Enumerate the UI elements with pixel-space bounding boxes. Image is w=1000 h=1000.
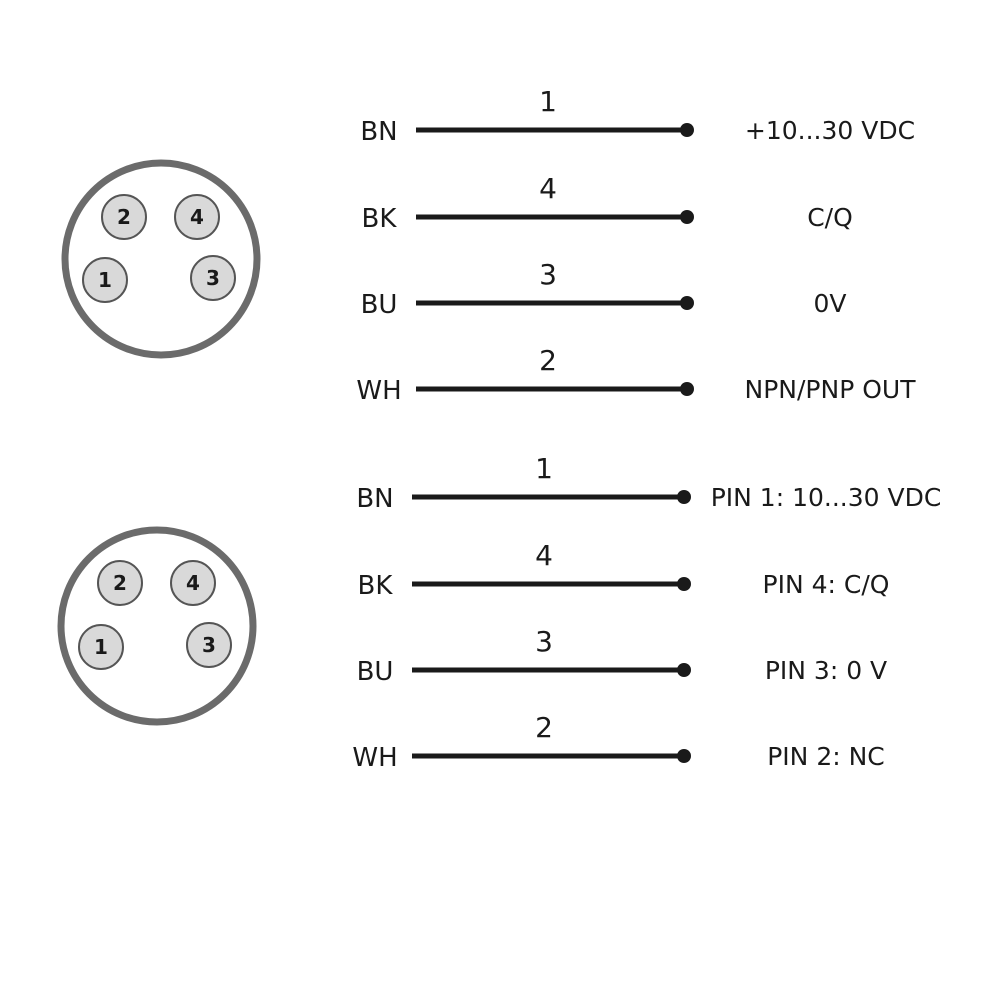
connector-bottom-pin-2-label: 2 [113,571,127,595]
wire-signal-label: PIN 4: C/Q [763,570,890,599]
wire-signal-label: PIN 1: 10...30 VDC [711,483,942,512]
wire-terminal-dot [677,577,691,591]
connector-bottom-pin-1: 1 [78,624,124,670]
connector-bottom-pin-4: 4 [170,560,216,606]
connector-top-pin-4-label: 4 [190,205,204,229]
connector-top-pin-2: 2 [101,194,147,240]
wire-signal-label: PIN 2: NC [767,742,885,771]
wire-signal-label: C/Q [807,203,853,232]
connector-bottom-pin-1-label: 1 [94,635,108,659]
wire-color-code: BK [362,204,398,234]
wire-terminal-dot [677,663,691,677]
wire-signal-label: PIN 3: 0 V [765,656,887,685]
wire-number: 1 [535,452,553,485]
wire-color-code: BN [356,484,393,514]
wire-group-top: 1 BN +10...30 VDC 4 BK C/Q 3 BU 0V 2 WH … [356,85,916,406]
wire-number: 4 [535,539,553,572]
wire-row: 2 WH PIN 2: NC [352,711,884,773]
wire-terminal-dot [677,490,691,504]
connector-bottom-pin-3-label: 3 [202,633,216,657]
wire-group-bottom: 1 BN PIN 1: 10...30 VDC 4 BK PIN 4: C/Q … [352,452,941,773]
wire-number: 2 [539,344,557,377]
connector-top-pin-3: 3 [190,255,236,301]
wire-number: 3 [535,625,553,658]
connector-bottom-pin-2: 2 [97,560,143,606]
connector-bottom-pin-4-label: 4 [186,571,200,595]
wire-color-code: WH [356,376,401,406]
wire-row: 1 BN +10...30 VDC [360,85,915,147]
wire-row: 3 BU PIN 3: 0 V [357,625,888,687]
wire-terminal-dot [680,296,694,310]
wire-color-code: WH [352,743,397,773]
wire-color-code: BN [360,117,397,147]
connector-bottom-pin-3: 3 [186,622,232,668]
wire-row: 4 BK C/Q [362,172,853,234]
wire-color-code: BK [358,571,394,601]
wire-terminal-dot [680,210,694,224]
wire-color-code: BU [357,657,394,687]
connector-top-ring [61,159,261,359]
wire-number: 4 [539,172,557,205]
wire-terminal-dot [680,382,694,396]
wire-signal-label: +10...30 VDC [745,116,915,145]
wire-row: 4 BK PIN 4: C/Q [358,539,890,601]
wire-row: 3 BU 0V [361,258,847,320]
wire-row: 1 BN PIN 1: 10...30 VDC [356,452,941,514]
connector-top-pin-4: 4 [174,194,220,240]
wire-number: 3 [539,258,557,291]
wire-terminal-dot [677,749,691,763]
wire-number: 2 [535,711,553,744]
connector-top-pin-1-label: 1 [98,268,112,292]
wire-color-code: BU [361,290,398,320]
wire-signal-label: NPN/PNP OUT [745,375,917,404]
wire-terminal-dot [680,123,694,137]
connector-top-pin-3-label: 3 [206,266,220,290]
connector-top: 2 4 1 3 [61,159,261,359]
wire-number: 1 [539,85,557,118]
connector-top-pin-1: 1 [82,257,128,303]
connector-bottom-ring [57,526,257,726]
wire-row: 2 WH NPN/PNP OUT [356,344,916,406]
connector-top-pin-2-label: 2 [117,205,131,229]
connector-bottom: 2 4 1 3 [57,526,257,726]
wire-signal-label: 0V [813,289,846,318]
